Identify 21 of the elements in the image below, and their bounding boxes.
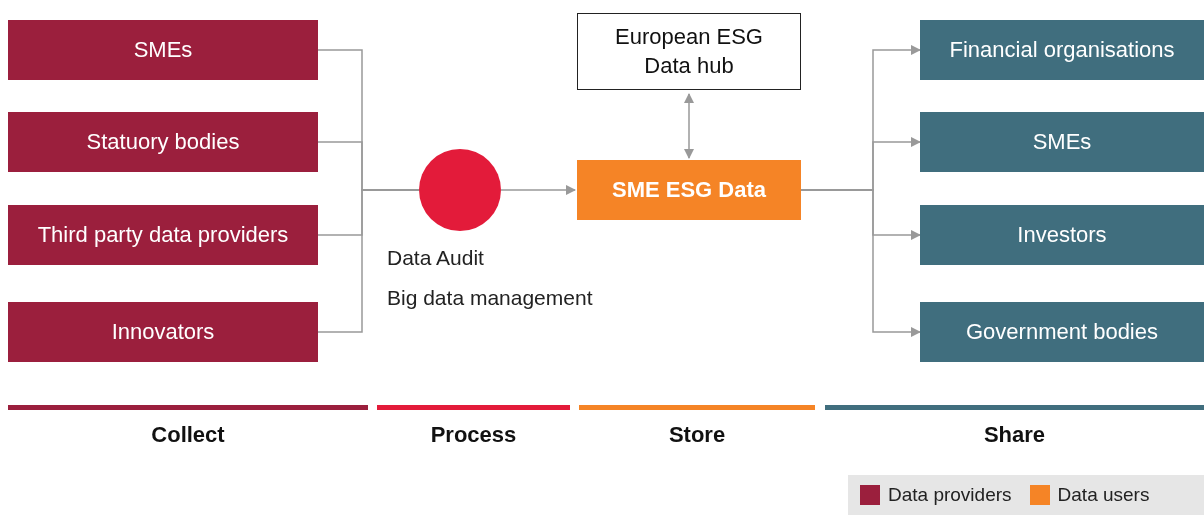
legend-label: Data providers — [888, 484, 1012, 506]
process-label: Data Audit — [387, 246, 484, 270]
process-box: Innovators — [8, 302, 318, 362]
process-box: Government bodies — [920, 302, 1204, 362]
connector-arrow — [800, 189, 922, 338]
process-label: Big data management — [387, 286, 593, 310]
process-box: Financial organisations — [920, 20, 1204, 80]
hub-box: European ESG Data hub — [577, 13, 801, 90]
process-box: Third party data providers — [8, 205, 318, 265]
stage-label: Process — [429, 422, 518, 448]
connector-arrow — [500, 184, 577, 196]
stage-label: Collect — [150, 422, 226, 448]
stage-label: Share — [982, 422, 1047, 448]
process-box: Statuory bodies — [8, 112, 318, 172]
legend-label: Data users — [1057, 484, 1150, 506]
process-box: Investors — [920, 205, 1204, 265]
process-box: SME ESG Data — [577, 160, 801, 220]
process-box: SMEs — [8, 20, 318, 80]
stage-label: Store — [667, 422, 727, 448]
process-box: SMEs — [920, 112, 1204, 172]
connector-arrow — [683, 92, 695, 160]
